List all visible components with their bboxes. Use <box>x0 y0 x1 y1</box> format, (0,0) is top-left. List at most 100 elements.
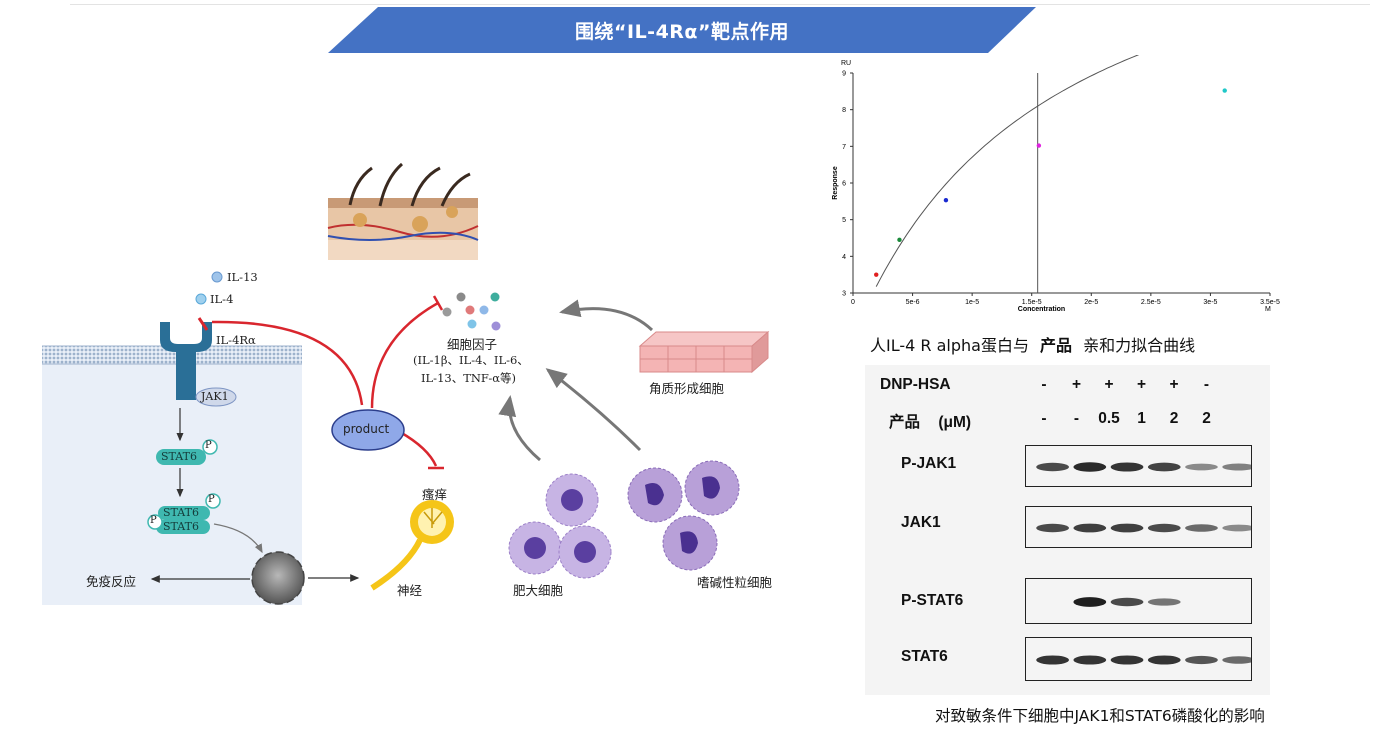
y-tick-label: 4 <box>842 254 846 261</box>
dnp-value: + <box>1136 376 1147 393</box>
dnp-value: + <box>1104 376 1114 393</box>
jak1-icon <box>195 387 237 407</box>
stat6-icon <box>156 449 206 465</box>
x-tick-label: 2.5e-5 <box>1141 299 1161 306</box>
phospho-icon <box>147 514 163 530</box>
x-tick-label: 3e-5 <box>1203 299 1217 306</box>
stat6-dimer-bottom-icon <box>156 520 210 534</box>
fit-curve <box>875 55 1140 287</box>
caption-suffix: 亲和力拟合曲线 <box>1083 336 1196 355</box>
x-axis-unit: M <box>1265 306 1271 313</box>
blot-band <box>1110 462 1144 472</box>
phospho-label: P <box>150 515 157 526</box>
product-values-row: - - 0.5 1 2 2 <box>1030 410 1221 428</box>
y-tick-label: 6 <box>842 181 846 188</box>
data-point <box>1222 88 1227 93</box>
y-tick-label: 8 <box>842 107 846 114</box>
blot-band <box>1110 655 1144 665</box>
product-value: - <box>1041 410 1047 427</box>
phospho-label: P <box>205 440 212 451</box>
mast-cell-icons <box>508 473 612 579</box>
data-point <box>874 272 879 277</box>
binding-curve-caption: 人IL-4 R alpha蛋白与 产品 亲和力拟合曲线 <box>870 332 1195 356</box>
x-tick-label: 3.5e-5 <box>1260 299 1280 306</box>
y-tick-label: 7 <box>842 144 846 151</box>
blot-strip-pjak1 <box>1025 445 1252 487</box>
product-header: 产品 (μM) <box>889 410 971 432</box>
il4-label: IL-4 <box>210 292 234 306</box>
data-points <box>874 88 1227 277</box>
data-point <box>1036 143 1042 148</box>
product-header-unit: (μM) <box>938 414 972 431</box>
data-point <box>943 198 949 203</box>
product-inhibit-itch-line <box>399 430 438 467</box>
cytokines-title: 细胞因子 <box>447 337 498 352</box>
pathway-diagram <box>42 162 770 605</box>
blot-band <box>1073 597 1107 607</box>
product-value: 2 <box>1169 410 1179 427</box>
blot-band <box>1073 523 1107 533</box>
y-tick-label: 9 <box>842 71 846 78</box>
receptor-label: IL-4Rα <box>216 333 256 347</box>
blot-label-stat6: STAT6 <box>901 648 948 665</box>
dnp-values-row: -++++- <box>1030 376 1221 394</box>
cytokines-list-line1: (IL-1β、IL-4、IL-6、 <box>413 353 529 367</box>
keratinocytes-label: 角质形成细胞 <box>649 381 725 396</box>
nerve-icon <box>370 500 454 591</box>
blot-band <box>1185 463 1218 471</box>
blot-band <box>1222 524 1251 532</box>
receptor-block-mark <box>197 317 209 331</box>
product-header-name: 产品 <box>889 414 921 431</box>
product-inhibit-receptor-line <box>211 320 364 406</box>
blot-label-pjak1: P-JAK1 <box>901 455 957 472</box>
blot-band <box>1110 597 1144 607</box>
basophils-label: 嗜碱性粒细胞 <box>697 575 773 590</box>
blot-band <box>1147 655 1181 665</box>
x-axis-label: Concentration <box>1018 306 1065 313</box>
stat6-dimer-top-label: STAT6 <box>163 506 199 519</box>
phospho-icon <box>205 493 221 509</box>
stat6-dimer-bottom-label: STAT6 <box>163 520 199 533</box>
blot-band <box>1147 523 1181 533</box>
title-banner <box>328 7 1036 53</box>
blot-band <box>1222 656 1251 664</box>
product-value: 1 <box>1137 410 1146 427</box>
nerve-label: 神经 <box>397 583 423 598</box>
nucleus-icon <box>251 551 305 605</box>
cytokine-icons <box>442 292 501 331</box>
blot-strip-stat6 <box>1025 637 1252 681</box>
blot-band <box>1036 523 1069 533</box>
blot-band <box>1110 523 1144 533</box>
blot-label-pstat6: P-STAT6 <box>901 592 964 609</box>
caption-product: 产品 <box>1040 336 1073 355</box>
blot-strip-pstat6 <box>1025 578 1252 624</box>
immune-response-label: 免疫反应 <box>86 574 137 589</box>
product-inhibit-cytokine-line <box>370 301 439 409</box>
data-point <box>897 237 902 243</box>
product-value: - <box>1073 410 1080 427</box>
keratinocyte-icon <box>638 330 770 374</box>
phospho-icon <box>202 439 218 455</box>
caption-prefix: 人IL-4 R alpha蛋白与 <box>870 336 1029 355</box>
x-tick-label: 5e-6 <box>906 299 920 306</box>
western-blot-caption: 对致敏条件下细胞中JAK1和STAT6磷酸化的影响 <box>935 707 1265 725</box>
y-tick-label: 5 <box>842 217 846 224</box>
dnp-header: DNP-HSA <box>880 376 951 393</box>
x-tick-label: 2e-5 <box>1084 299 1098 306</box>
itch-label: 瘙痒 <box>422 487 448 502</box>
blot-band <box>1147 462 1181 472</box>
top-divider <box>70 4 1370 5</box>
dnp-value: + <box>1169 376 1179 393</box>
blot-band <box>1222 463 1251 471</box>
blot-strip-jak1 <box>1025 506 1252 548</box>
stat6-label: STAT6 <box>161 450 197 463</box>
product-value: 2 <box>1202 410 1211 427</box>
il4-ligand-icon <box>195 293 207 305</box>
dnp-value: + <box>1071 376 1082 393</box>
jak1-label: JAK1 <box>201 390 229 403</box>
dnp-value: - <box>1203 376 1210 393</box>
product-value: 0.5 <box>1098 410 1120 427</box>
blot-band <box>1036 462 1069 472</box>
